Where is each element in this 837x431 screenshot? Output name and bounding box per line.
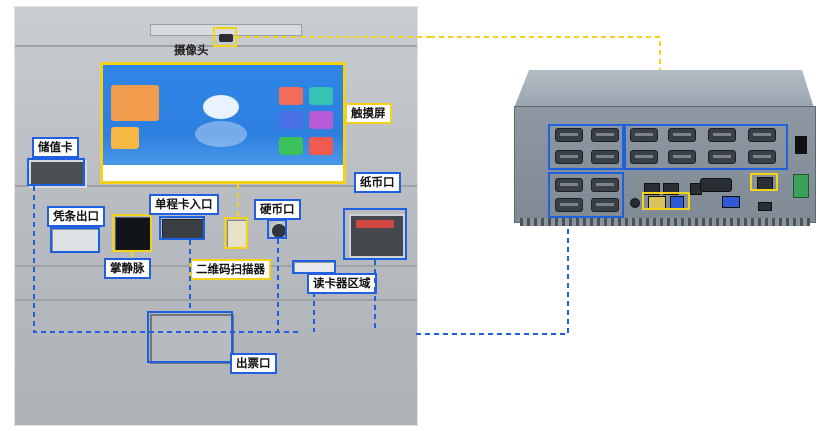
card-reader-area-label: 读卡器区域 bbox=[307, 273, 377, 294]
serial-port bbox=[708, 150, 736, 164]
screen-glow bbox=[195, 121, 247, 147]
pc-chassis-top bbox=[514, 70, 814, 108]
qr-scanner-label: 二维码扫描器 bbox=[190, 259, 271, 280]
screen-tile bbox=[279, 137, 303, 155]
pc-highlight-usb-stack bbox=[750, 173, 778, 191]
serial-port bbox=[748, 128, 776, 142]
banknote-slot-light bbox=[356, 220, 394, 228]
serial-port bbox=[591, 150, 619, 164]
camera-highlight bbox=[213, 27, 237, 47]
serial-port bbox=[555, 150, 583, 164]
vga-port bbox=[700, 178, 732, 192]
single-trip-card-label: 单程卡入口 bbox=[149, 194, 219, 215]
serial-port bbox=[748, 150, 776, 164]
touch-screen bbox=[100, 62, 346, 184]
screen-footer bbox=[103, 165, 343, 181]
screen-tile bbox=[309, 87, 333, 105]
serial-port bbox=[708, 128, 736, 142]
stored-card-highlight bbox=[27, 158, 85, 186]
qr-scanner-highlight bbox=[224, 217, 248, 249]
ticket-outlet-highlight bbox=[147, 311, 233, 363]
stored-card-slot bbox=[29, 160, 87, 188]
camera-label: 摄像头 bbox=[174, 43, 209, 57]
serial-port bbox=[555, 198, 583, 212]
pc-vent-grille bbox=[520, 218, 810, 226]
coin-slot-highlight bbox=[267, 219, 287, 239]
serial-port bbox=[630, 128, 658, 142]
serial-port bbox=[555, 178, 583, 192]
palm-vein-highlight bbox=[112, 214, 152, 252]
pc-highlight-com-left bbox=[548, 124, 624, 170]
coin-slot-label: 硬币口 bbox=[254, 199, 301, 220]
serial-port bbox=[630, 150, 658, 164]
screen-center-icon bbox=[203, 95, 239, 119]
banknote-slot-label: 纸币口 bbox=[354, 172, 401, 193]
power-terminal bbox=[793, 174, 809, 198]
stored-value-card-label: 储值卡 bbox=[32, 137, 79, 158]
receipt-highlight bbox=[50, 227, 100, 253]
screen-tile bbox=[279, 111, 303, 129]
serial-port bbox=[591, 128, 619, 142]
screen-tile bbox=[111, 127, 139, 149]
serial-port bbox=[668, 150, 696, 164]
banknote-highlight bbox=[343, 208, 407, 260]
serial-port bbox=[668, 128, 696, 142]
panel-seam bbox=[15, 299, 417, 301]
palm-vein-reader bbox=[115, 217, 151, 251]
screen-tile bbox=[309, 137, 333, 155]
pc-highlight-com-lower bbox=[548, 172, 624, 218]
pc-highlight-com-right bbox=[624, 124, 788, 170]
single-trip-highlight bbox=[159, 216, 205, 240]
vga-port-blue bbox=[722, 196, 740, 208]
ticket-outlet-label: 出票口 bbox=[230, 353, 277, 374]
receipt-outlet-label: 凭条出口 bbox=[47, 206, 105, 227]
ticket-outlet-bin bbox=[150, 314, 234, 364]
blue-connector bbox=[416, 216, 569, 335]
serial-port bbox=[591, 198, 619, 212]
serial-port bbox=[555, 128, 583, 142]
hdmi-port bbox=[758, 202, 772, 211]
audio-jack bbox=[630, 198, 640, 208]
power-switch bbox=[795, 136, 807, 154]
screen-tile bbox=[309, 111, 333, 129]
screen-tile bbox=[279, 87, 303, 105]
pc-highlight-usb bbox=[642, 192, 690, 210]
palm-vein-label: 掌静脉 bbox=[104, 258, 151, 279]
camera-lens bbox=[219, 34, 233, 42]
screen-tile bbox=[111, 85, 159, 121]
blue-connector bbox=[33, 186, 300, 333]
touch-screen-label: 触摸屏 bbox=[345, 103, 392, 124]
panel-seam bbox=[15, 185, 417, 187]
serial-port bbox=[591, 178, 619, 192]
